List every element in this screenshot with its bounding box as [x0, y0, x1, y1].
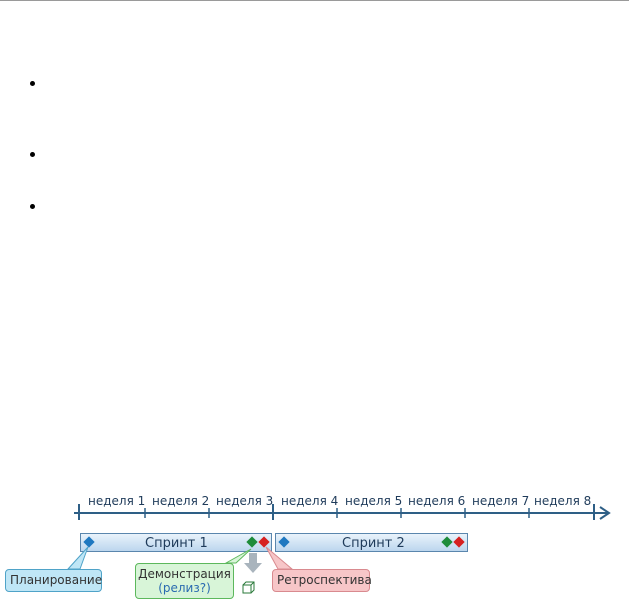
- week-label-3: неделя 3: [216, 494, 274, 508]
- bullet-3: [30, 204, 35, 209]
- week-label-6: неделя 6: [408, 494, 466, 508]
- demo-callout: Демонстрация (релиз?): [135, 563, 234, 599]
- sprint-1-bar: [80, 533, 272, 552]
- retro-callout: Ретроспектива: [272, 569, 372, 592]
- week-label-4: неделя 4: [281, 494, 339, 508]
- week-label-7: неделя 7: [472, 494, 530, 508]
- demo-callout-label: Демонстрация: [138, 567, 231, 581]
- retro-callout-label: Ретроспектива: [277, 573, 372, 587]
- bullet-1: [30, 81, 35, 86]
- week-label-2: неделя 2: [152, 494, 210, 508]
- bullet-2: [30, 152, 35, 157]
- release-box-icon: [242, 581, 255, 594]
- sprint-2-label: Спринт 2: [342, 536, 405, 551]
- release-arrow-icon: [244, 553, 262, 573]
- sprint-2-bar: [275, 533, 468, 552]
- planning-callout-label: Планирование: [10, 573, 103, 587]
- week-label-8: неделя 8: [534, 494, 592, 508]
- planning-callout: Планирование: [5, 569, 102, 592]
- top-rule: [0, 0, 629, 1]
- demo-callout-sublabel: (релиз?): [158, 581, 211, 595]
- week-label-1: неделя 1: [88, 494, 146, 508]
- sprint-1-label: Спринт 1: [145, 536, 208, 551]
- week-label-5: неделя 5: [345, 494, 403, 508]
